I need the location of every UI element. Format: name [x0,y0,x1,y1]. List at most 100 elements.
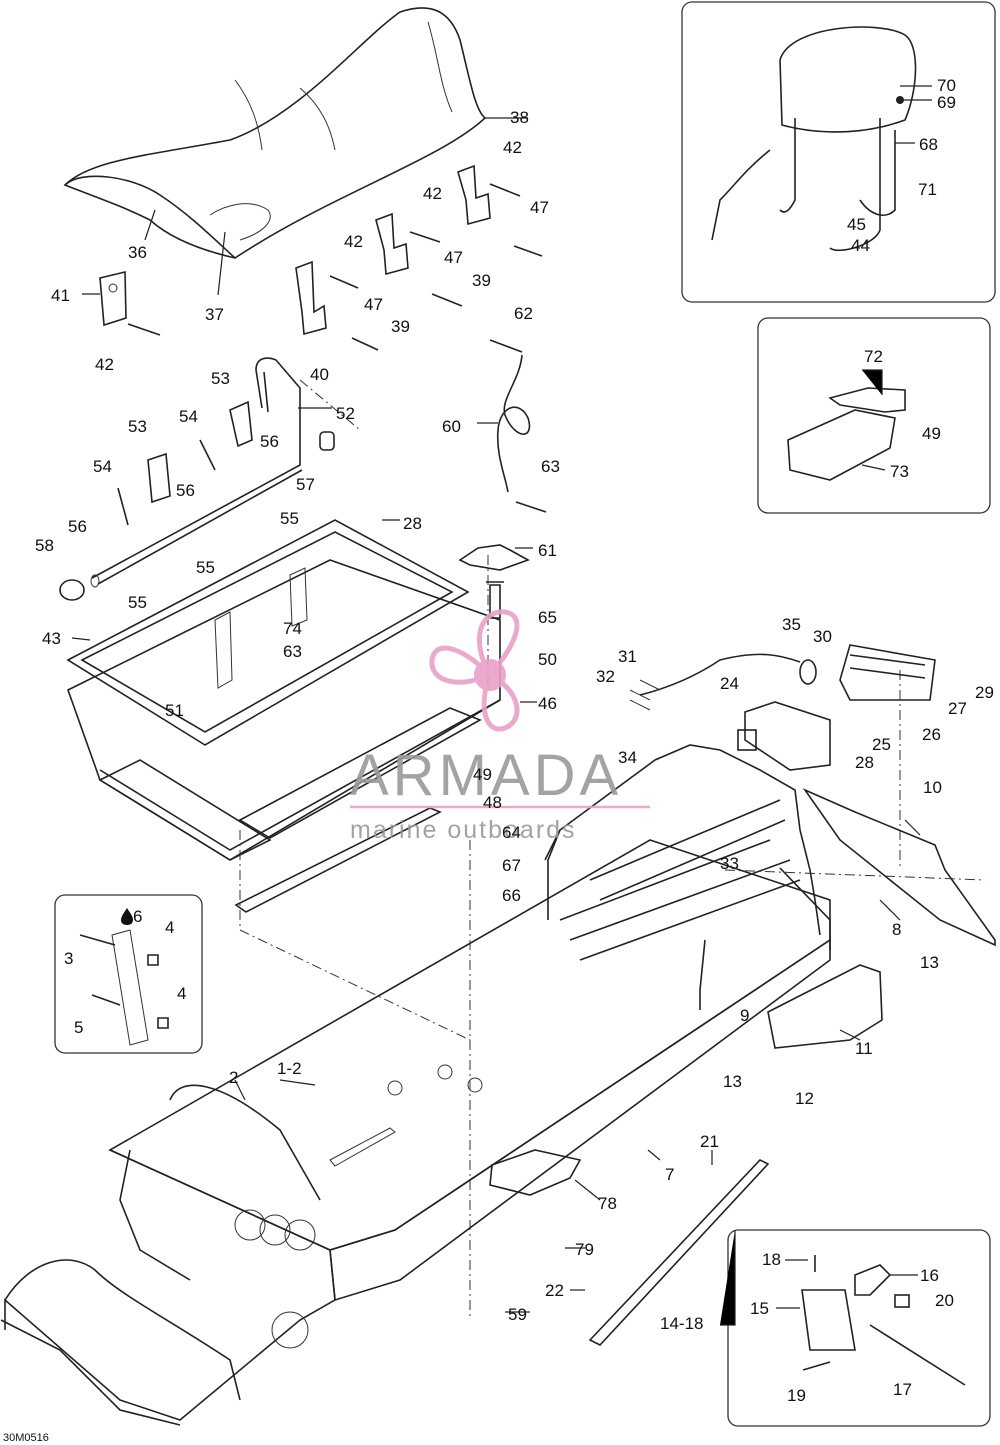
callout-41: 41 [51,286,70,305]
cushion-and-bracket [787,387,906,481]
callout-55: 55 [128,593,147,612]
callout-46: 46 [538,694,557,713]
callout-3: 3 [64,949,73,968]
callout-56: 56 [68,517,87,536]
callout-42: 42 [503,138,522,157]
propeller-logo [429,609,520,732]
callout-78: 78 [598,1194,617,1213]
callout-47: 47 [444,248,463,267]
callout-42: 42 [344,232,363,251]
callout-71: 71 [918,180,937,199]
callout-66: 66 [502,886,521,905]
callout-64: 64 [502,823,521,842]
taillight-assembly [629,644,936,771]
callout-21: 21 [700,1132,719,1151]
callout-53: 53 [128,417,147,436]
callout-74: 74 [283,619,302,638]
callout-38: 38 [510,108,529,127]
rivets [127,183,547,513]
callout-53: 53 [211,369,230,388]
callout-15: 15 [750,1299,769,1318]
callout-39: 39 [472,271,491,290]
callout-45: 45 [847,215,866,234]
watermark-brand: ARMADA [350,743,622,808]
callout-51: 51 [165,701,184,720]
callout-69: 69 [937,93,956,112]
snowflap-8 [802,788,996,947]
callout-16: 16 [920,1266,939,1285]
callout-56: 56 [260,432,279,451]
callout-30: 30 [813,627,832,646]
callout-12: 12 [795,1089,814,1108]
callout-37: 37 [205,305,224,324]
callout-52: 52 [336,404,355,423]
callout-40: 40 [310,365,329,384]
callout-4: 4 [165,918,174,937]
callout-42: 42 [95,355,114,374]
callout-72: 72 [864,347,883,366]
callout-73: 73 [890,462,909,481]
inset-bracket-parts [79,929,169,1046]
callout-68: 68 [919,135,938,154]
callout-32: 32 [596,667,615,686]
callout-65: 65 [538,608,557,627]
callout-56: 56 [176,481,195,500]
hitch-parts [801,1255,966,1386]
callout-24: 24 [720,674,739,693]
callout-34: 34 [618,748,637,767]
callout-13: 13 [920,953,939,972]
strip-21 [588,1159,770,1346]
storage-box [66,519,501,861]
latch-parts [117,400,253,526]
callout-33: 33 [720,854,739,873]
strip-48 [234,807,442,913]
callout-36: 36 [128,243,147,262]
watermark: ARMADA marine outboards [350,609,650,844]
drawing-code: 30M0516 [3,1432,49,1444]
callout-42: 42 [423,184,442,203]
callout-47: 47 [364,295,383,314]
bracket-61 [458,544,530,571]
rear-rack [544,744,831,1010]
callout-28: 28 [403,514,422,533]
cable-60 [496,354,531,493]
callout-2: 2 [229,1068,238,1087]
callout-7: 7 [665,1165,674,1184]
cushion-inset-box [757,317,991,514]
callout-17: 17 [893,1380,912,1399]
callout-60: 60 [442,417,461,436]
callout-54: 54 [179,407,198,426]
callout-49: 49 [922,424,941,443]
callout-25: 25 [872,735,891,754]
callout-6: 6 [133,907,142,926]
callout-44: 44 [851,236,870,255]
callout-29: 29 [975,683,994,702]
callout-9: 9 [740,1006,749,1025]
callout-55: 55 [196,558,215,577]
callout-57: 57 [296,475,315,494]
callout-39: 39 [391,317,410,336]
callout-20: 20 [935,1291,954,1310]
bracket-inset-box [54,894,203,1054]
callout-63: 63 [541,457,560,476]
backrest [711,26,917,252]
callout-55: 55 [280,509,299,528]
callout-70: 70 [937,76,956,95]
seat-drawing [63,7,487,259]
callout-61: 61 [538,541,557,560]
callout-58: 58 [35,536,54,555]
oil-drop-icon [121,908,133,925]
backrest-inset-box [681,1,996,303]
watermark-tagline: marine outboards [350,816,577,844]
hinge-brackets [99,164,491,336]
callout-labels: 1-2 2 3 4 4 5 6 7 8 9 10 11 12 13 13 14-… [35,76,994,1405]
callout-27: 27 [948,699,967,718]
callout-43: 43 [42,629,61,648]
leader-lines [71,85,932,1326]
callout-5: 5 [74,1018,83,1037]
callout-14-18: 14-18 [660,1314,703,1333]
callout-4: 4 [177,984,186,1003]
callout-49: 49 [473,765,492,784]
callout-35: 35 [782,615,801,634]
